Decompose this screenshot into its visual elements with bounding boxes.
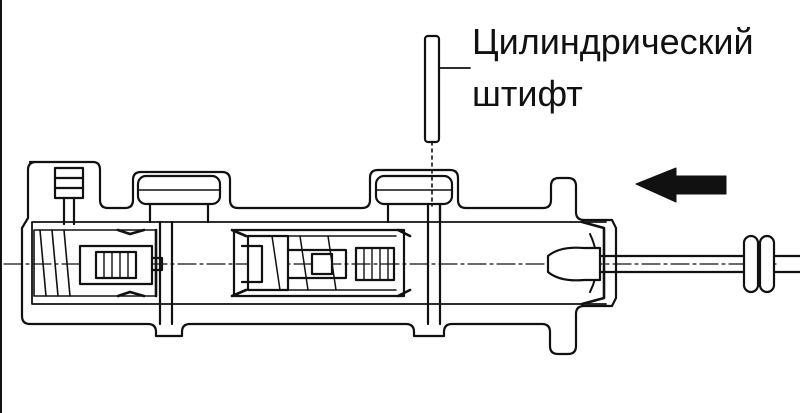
- middle-piston: [230, 228, 412, 298]
- cylinder-bore: [31, 221, 607, 305]
- pushrod: [546, 234, 800, 294]
- left-seals: [116, 228, 158, 298]
- left-piston: [78, 244, 164, 286]
- reservoir-port-left: [136, 174, 222, 224]
- cylinder-body-outline: [20, 160, 618, 356]
- direction-arrow-icon: [635, 167, 727, 203]
- pin-label-line1: Цилиндрический: [472, 21, 754, 62]
- middle-spring-lines: [267, 235, 397, 291]
- pin-label-line2: штифт: [472, 73, 583, 114]
- outlet-fitting: [53, 166, 85, 226]
- cylindrical-pin: [423, 34, 441, 207]
- pin-hole: [426, 202, 442, 326]
- left-shaft-verticals: [158, 220, 174, 326]
